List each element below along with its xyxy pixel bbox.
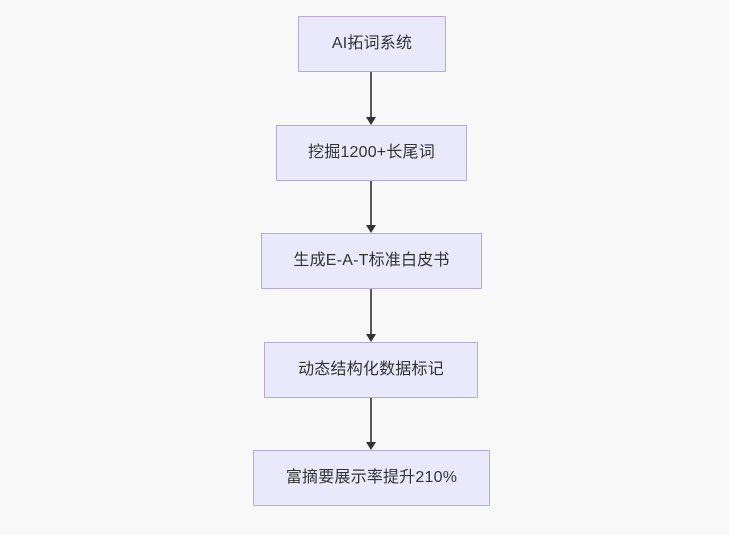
arrowhead-icon [366,225,376,233]
edge-line [370,181,372,226]
flow-node-rich-snippet-result[interactable]: 富摘要展示率提升210% [253,450,490,506]
arrowhead-icon [366,117,376,125]
flow-node-structured-data-markup[interactable]: 动态结构化数据标记 [264,342,478,398]
edge-line [370,72,372,118]
flow-node-ai-keyword-system[interactable]: AI拓词系统 [298,16,446,72]
arrowhead-icon [366,442,376,450]
flow-node-label: 动态结构化数据标记 [298,361,444,379]
flow-node-label: 生成E-A-T标准白皮书 [293,252,450,270]
flow-node-label: 挖掘1200+长尾词 [308,144,435,162]
flow-edge-n1-n2 [366,72,376,125]
flow-node-label: AI拓词系统 [331,35,413,53]
flow-node-eat-whitepaper[interactable]: 生成E-A-T标准白皮书 [261,233,482,289]
flow-edge-n2-n3 [366,181,376,233]
flow-edge-n3-n4 [366,289,376,342]
flow-node-longtail-mining[interactable]: 挖掘1200+长尾词 [276,125,467,181]
edge-line [370,289,372,335]
arrowhead-icon [366,334,376,342]
flow-node-label: 富摘要展示率提升210% [285,469,458,487]
flow-edge-n4-n5 [366,398,376,450]
edge-line [370,398,372,443]
